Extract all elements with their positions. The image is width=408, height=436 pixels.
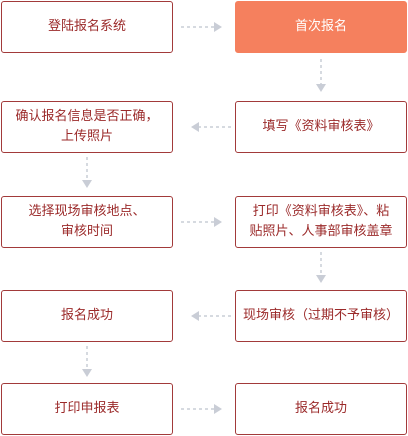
step-fill-form-label: 填写《资料审核表》 xyxy=(262,119,380,134)
step-onsite-review-label: 现场审核（过期不予审核） xyxy=(242,308,399,323)
step-print-form-label: 打印《资料审核表》、粘 贴照片、人事部审核盖章 xyxy=(249,204,393,239)
step-login-label: 登陆报名系统 xyxy=(47,19,126,34)
step-choose-site: 选择现场审核地点、 审核时间 xyxy=(1,196,173,248)
step-register-success-left: 报名成功 xyxy=(1,290,173,342)
step-fill-form: 填写《资料审核表》 xyxy=(235,101,407,153)
step-first-register-label: 首次报名 xyxy=(294,19,347,34)
step-choose-site-label: 选择现场审核地点、 审核时间 xyxy=(28,204,146,239)
arrow-right-icon xyxy=(181,20,225,34)
arrow-down-icon xyxy=(80,157,94,191)
arrow-down-icon xyxy=(314,252,328,286)
arrow-right-icon xyxy=(181,402,225,416)
step-register-success-left-label: 报名成功 xyxy=(60,308,113,323)
step-print-application: 打印申报表 xyxy=(1,383,173,435)
step-first-register: 首次报名 xyxy=(235,1,407,53)
step-register-success-right-label: 报名成功 xyxy=(294,401,347,416)
arrow-left-icon xyxy=(188,120,232,134)
step-onsite-review: 现场审核（过期不予审核） xyxy=(235,290,407,342)
arrow-right-icon xyxy=(181,215,225,229)
arrow-down-icon xyxy=(80,346,94,380)
step-login: 登陆报名系统 xyxy=(1,1,173,53)
step-confirm-info: 确认报名信息是否正确， 上传照片 xyxy=(1,101,173,153)
step-print-application-label: 打印申报表 xyxy=(54,401,120,416)
step-print-form: 打印《资料审核表》、粘 贴照片、人事部审核盖章 xyxy=(235,196,407,248)
step-confirm-info-label: 确认报名信息是否正确， 上传照片 xyxy=(15,109,159,144)
arrow-down-icon xyxy=(314,59,328,95)
step-register-success-right: 报名成功 xyxy=(235,383,407,435)
arrow-left-icon xyxy=(188,309,232,323)
